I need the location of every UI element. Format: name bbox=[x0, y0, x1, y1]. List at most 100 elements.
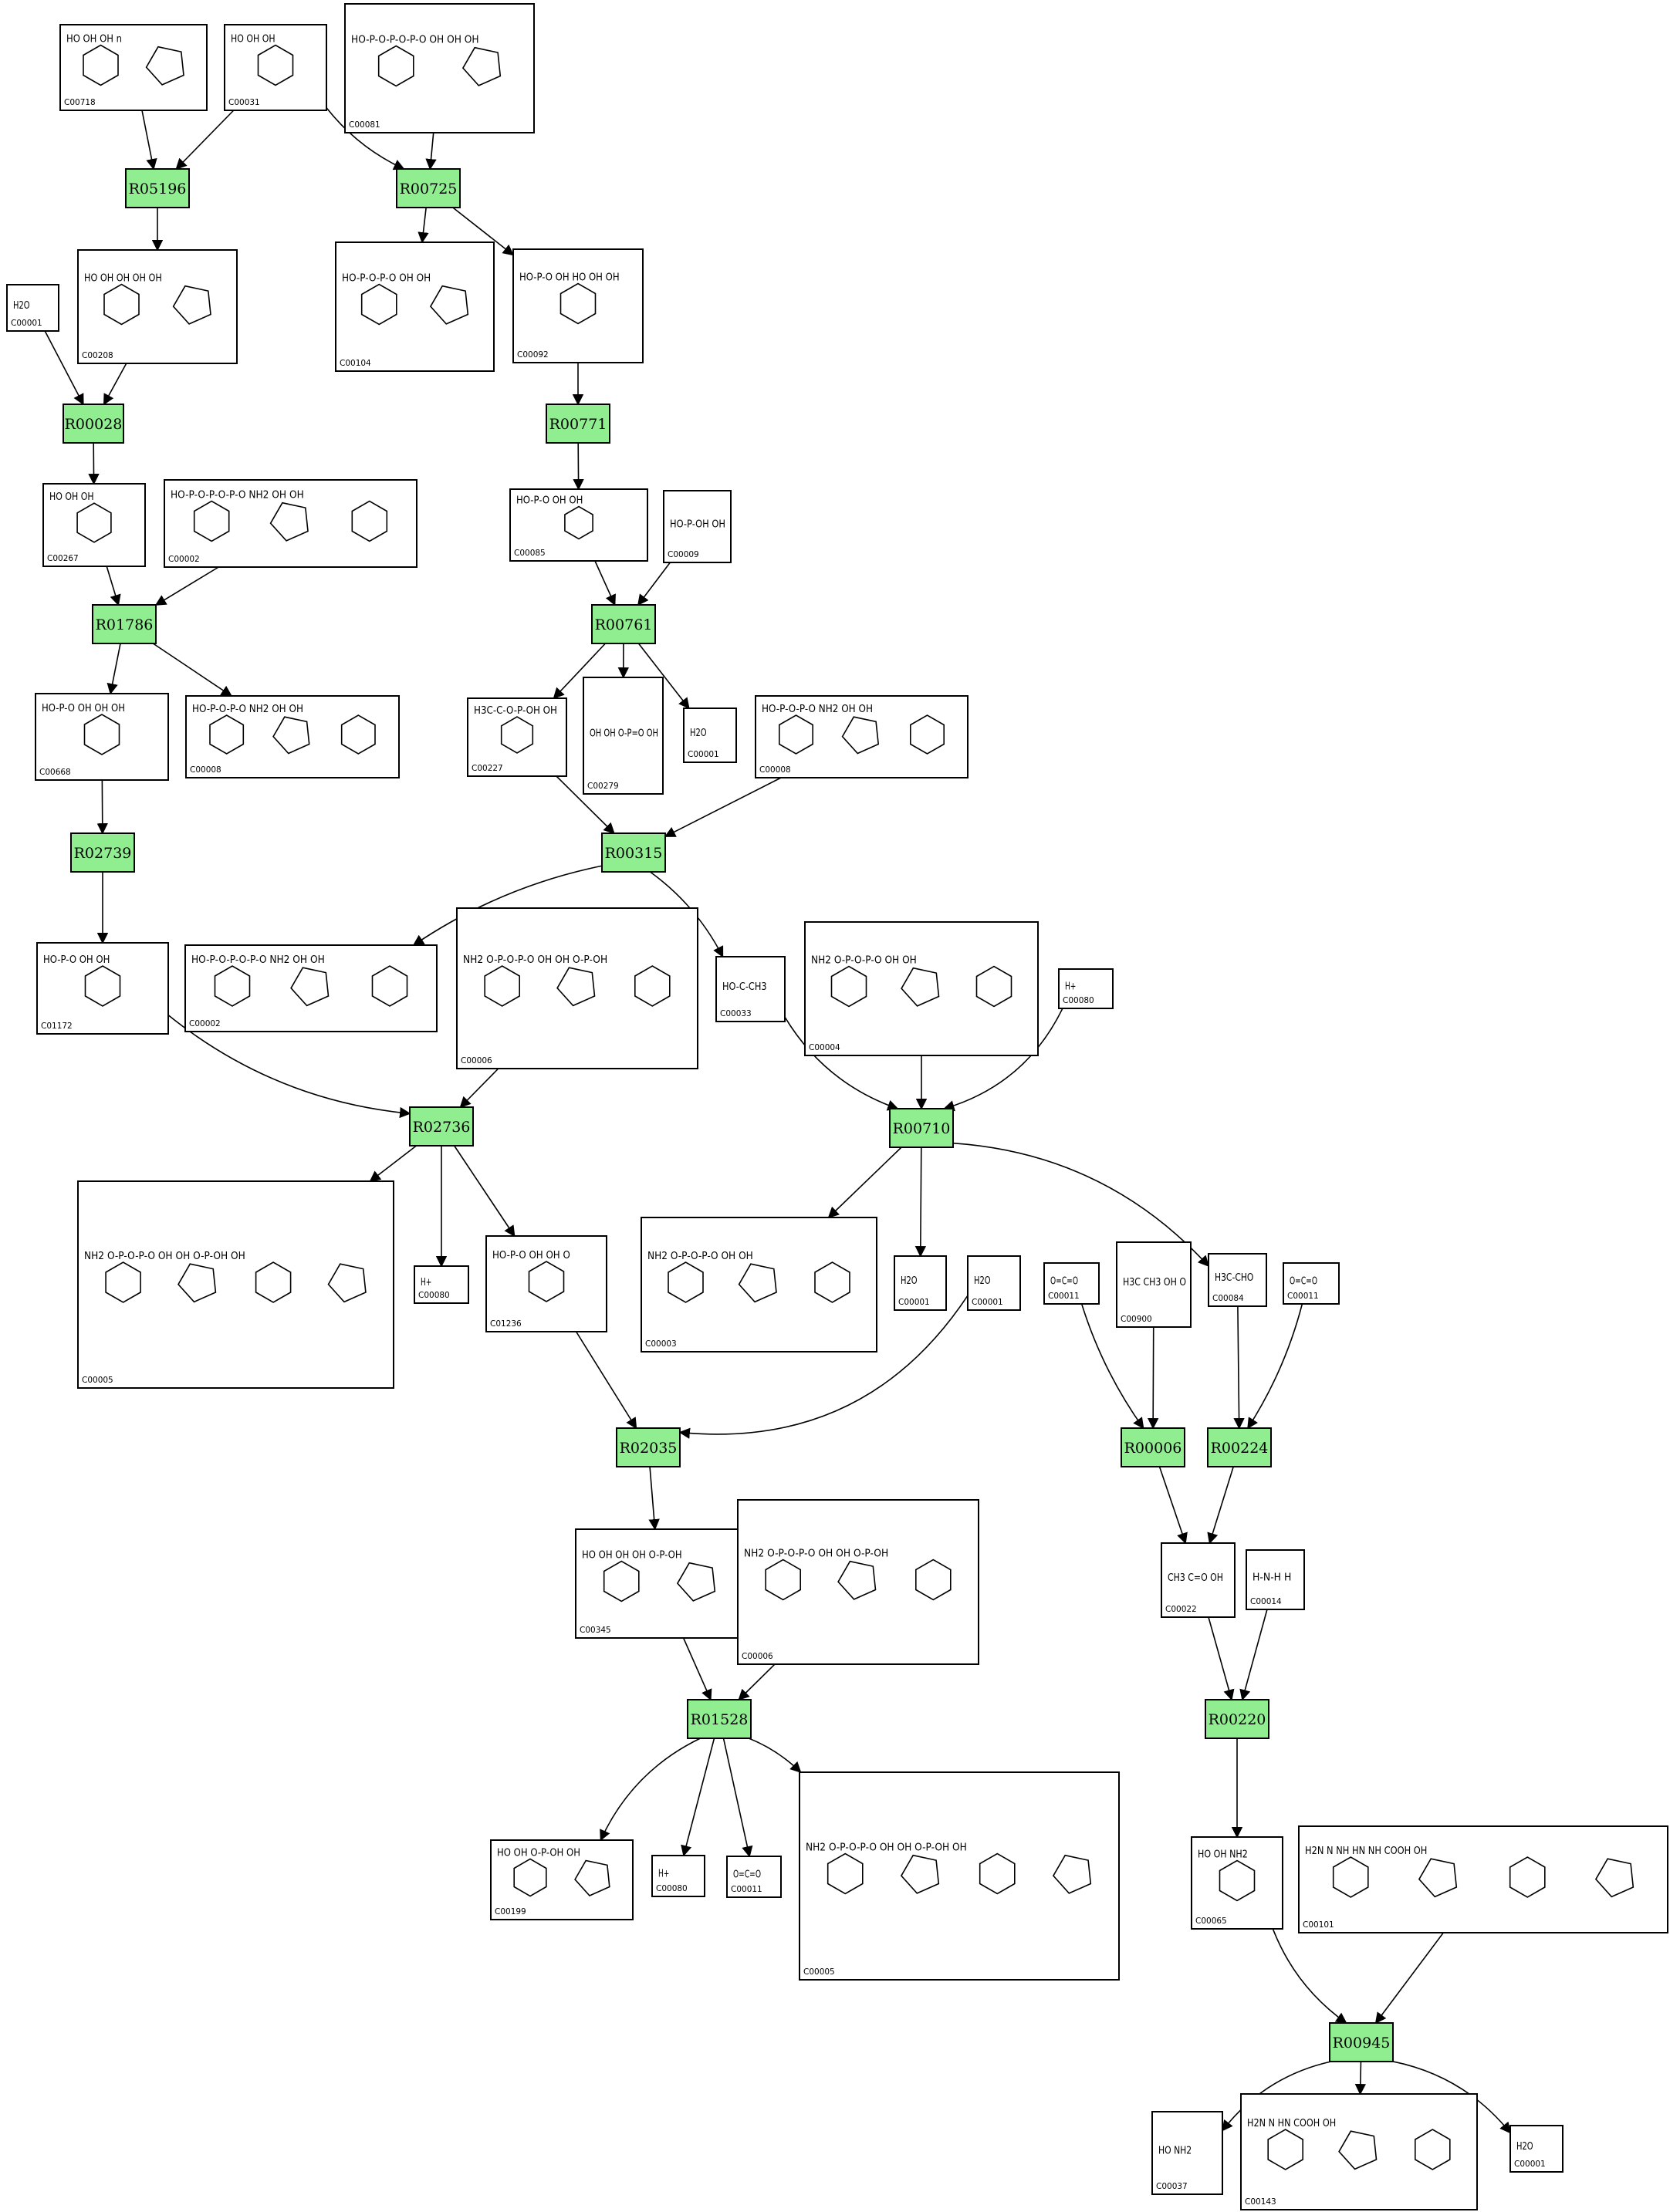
reaction-r00761[interactable]: R00761 bbox=[591, 604, 656, 644]
reaction-r00006[interactable]: R00006 bbox=[1121, 1427, 1185, 1467]
structure-drawing bbox=[193, 500, 388, 542]
reaction-box[interactable] bbox=[1329, 2022, 1394, 2062]
reaction-r00945[interactable]: R00945 bbox=[1329, 2022, 1394, 2062]
reaction-box[interactable] bbox=[591, 604, 656, 644]
compound-c00080[interactable]: H+C00080 bbox=[651, 1855, 705, 1897]
reaction-r00710[interactable]: R00710 bbox=[889, 1108, 954, 1148]
compound-formula: NH2 O-P-O-P-O OH OH O-P-OH bbox=[744, 1548, 888, 1560]
reaction-r00315[interactable]: R00315 bbox=[601, 832, 666, 873]
compound-formula: H2O bbox=[690, 728, 707, 739]
reaction-id-label: R02035 bbox=[620, 1440, 678, 1457]
compound-formula: H-N-H H bbox=[1252, 1572, 1291, 1584]
compound-box bbox=[641, 1217, 877, 1353]
reaction-box[interactable] bbox=[687, 1699, 752, 1739]
reaction-r00771[interactable]: R00771 bbox=[546, 404, 610, 444]
compound-id-label: C00900 bbox=[1121, 1315, 1152, 1324]
reaction-box[interactable] bbox=[546, 404, 610, 444]
reaction-box[interactable] bbox=[616, 1427, 681, 1467]
reaction-box[interactable] bbox=[601, 832, 666, 873]
reaction-r00220[interactable]: R00220 bbox=[1205, 1699, 1269, 1739]
reaction-r05196[interactable]: R05196 bbox=[125, 168, 190, 208]
compound-formula: H3C-C-O-P-OH OH bbox=[474, 705, 557, 717]
reaction-box[interactable] bbox=[70, 832, 135, 873]
reaction-r01528[interactable]: R01528 bbox=[687, 1699, 752, 1739]
reaction-r00725[interactable]: R00725 bbox=[396, 168, 461, 208]
reaction-box[interactable] bbox=[1121, 1427, 1185, 1467]
compound-c00080[interactable]: H+C00080 bbox=[414, 1265, 469, 1304]
edge-c00718-to-r05196 bbox=[141, 110, 157, 171]
reaction-box[interactable] bbox=[92, 604, 157, 644]
edge-r00006-to-c00022 bbox=[1158, 1466, 1188, 1545]
ring-bond bbox=[214, 965, 251, 1007]
reaction-r02035[interactable]: R02035 bbox=[616, 1427, 681, 1467]
reaction-box[interactable] bbox=[125, 168, 190, 208]
compound-id-label: C00080 bbox=[656, 1884, 688, 1893]
compound-box bbox=[509, 488, 648, 562]
ring-bond bbox=[327, 1263, 367, 1303]
reaction-box[interactable] bbox=[409, 1106, 474, 1147]
reaction-box[interactable] bbox=[889, 1108, 954, 1148]
reaction-r00028[interactable]: R00028 bbox=[63, 404, 124, 444]
reaction-box[interactable] bbox=[1205, 1699, 1269, 1739]
reaction-r02739[interactable]: R02739 bbox=[70, 832, 135, 873]
reaction-r02736[interactable]: R02736 bbox=[409, 1106, 474, 1147]
ring-bond bbox=[1052, 1854, 1092, 1894]
reaction-box[interactable] bbox=[63, 404, 124, 444]
ring-bond bbox=[1338, 2130, 1378, 2170]
reaction-r00224[interactable]: R00224 bbox=[1207, 1427, 1272, 1467]
reaction-box[interactable] bbox=[396, 168, 461, 208]
ring-bond bbox=[668, 1261, 704, 1303]
compound-id-label: C00065 bbox=[1195, 1917, 1227, 1926]
compound-formula: HO-P-O OH OH bbox=[516, 495, 583, 507]
reaction-box[interactable] bbox=[1207, 1427, 1272, 1467]
compound-id-label: C00011 bbox=[1048, 1292, 1080, 1301]
reaction-r01786[interactable]: R01786 bbox=[92, 604, 157, 644]
compound-c00080[interactable]: H+C00080 bbox=[1058, 968, 1114, 1009]
edge-c00002-to-r01786 bbox=[154, 566, 219, 606]
edge-c00080-to-r00710 bbox=[943, 1008, 1063, 1112]
